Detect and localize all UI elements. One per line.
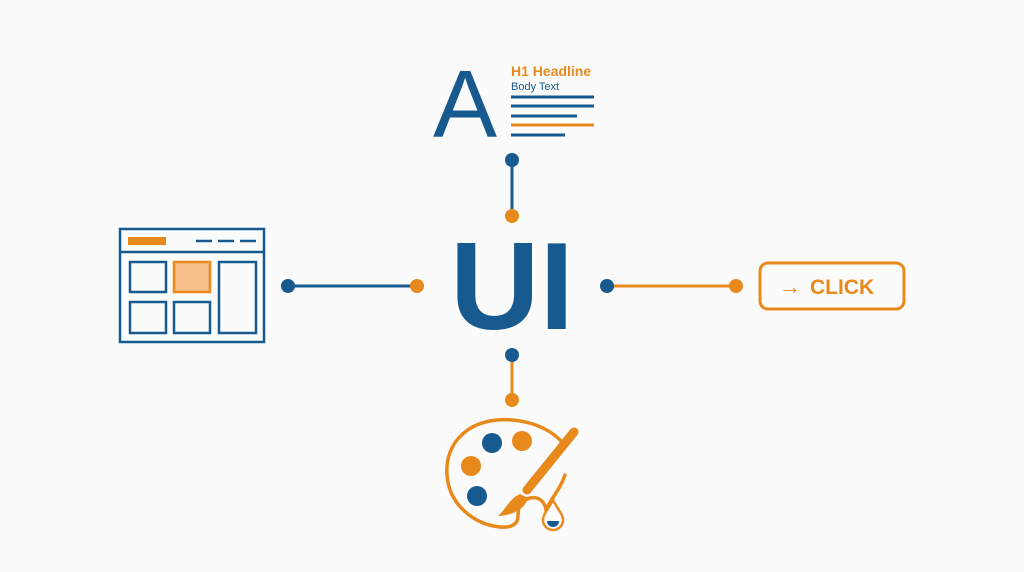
connector-right <box>600 279 743 293</box>
typography-icon: A H1 Headline Body Text <box>433 51 594 158</box>
body-text: Body Text <box>511 81 559 93</box>
headline-text: H1 Headline <box>511 63 591 79</box>
glyph-a: A <box>433 51 497 158</box>
layout-wireframe-icon <box>118 227 266 344</box>
connector-top <box>505 153 519 223</box>
center-label: UI <box>450 218 574 356</box>
click-button[interactable]: → CLICK <box>758 261 906 311</box>
arrow-right-icon: → <box>779 274 801 299</box>
paint-palette-icon <box>445 417 579 532</box>
click-button-label: CLICK <box>810 276 874 299</box>
connector-left <box>281 279 424 293</box>
text-lines <box>511 95 594 137</box>
paint-drop-icon <box>541 497 565 532</box>
connector-bottom <box>505 348 519 407</box>
paintbrush-icon <box>498 427 579 516</box>
